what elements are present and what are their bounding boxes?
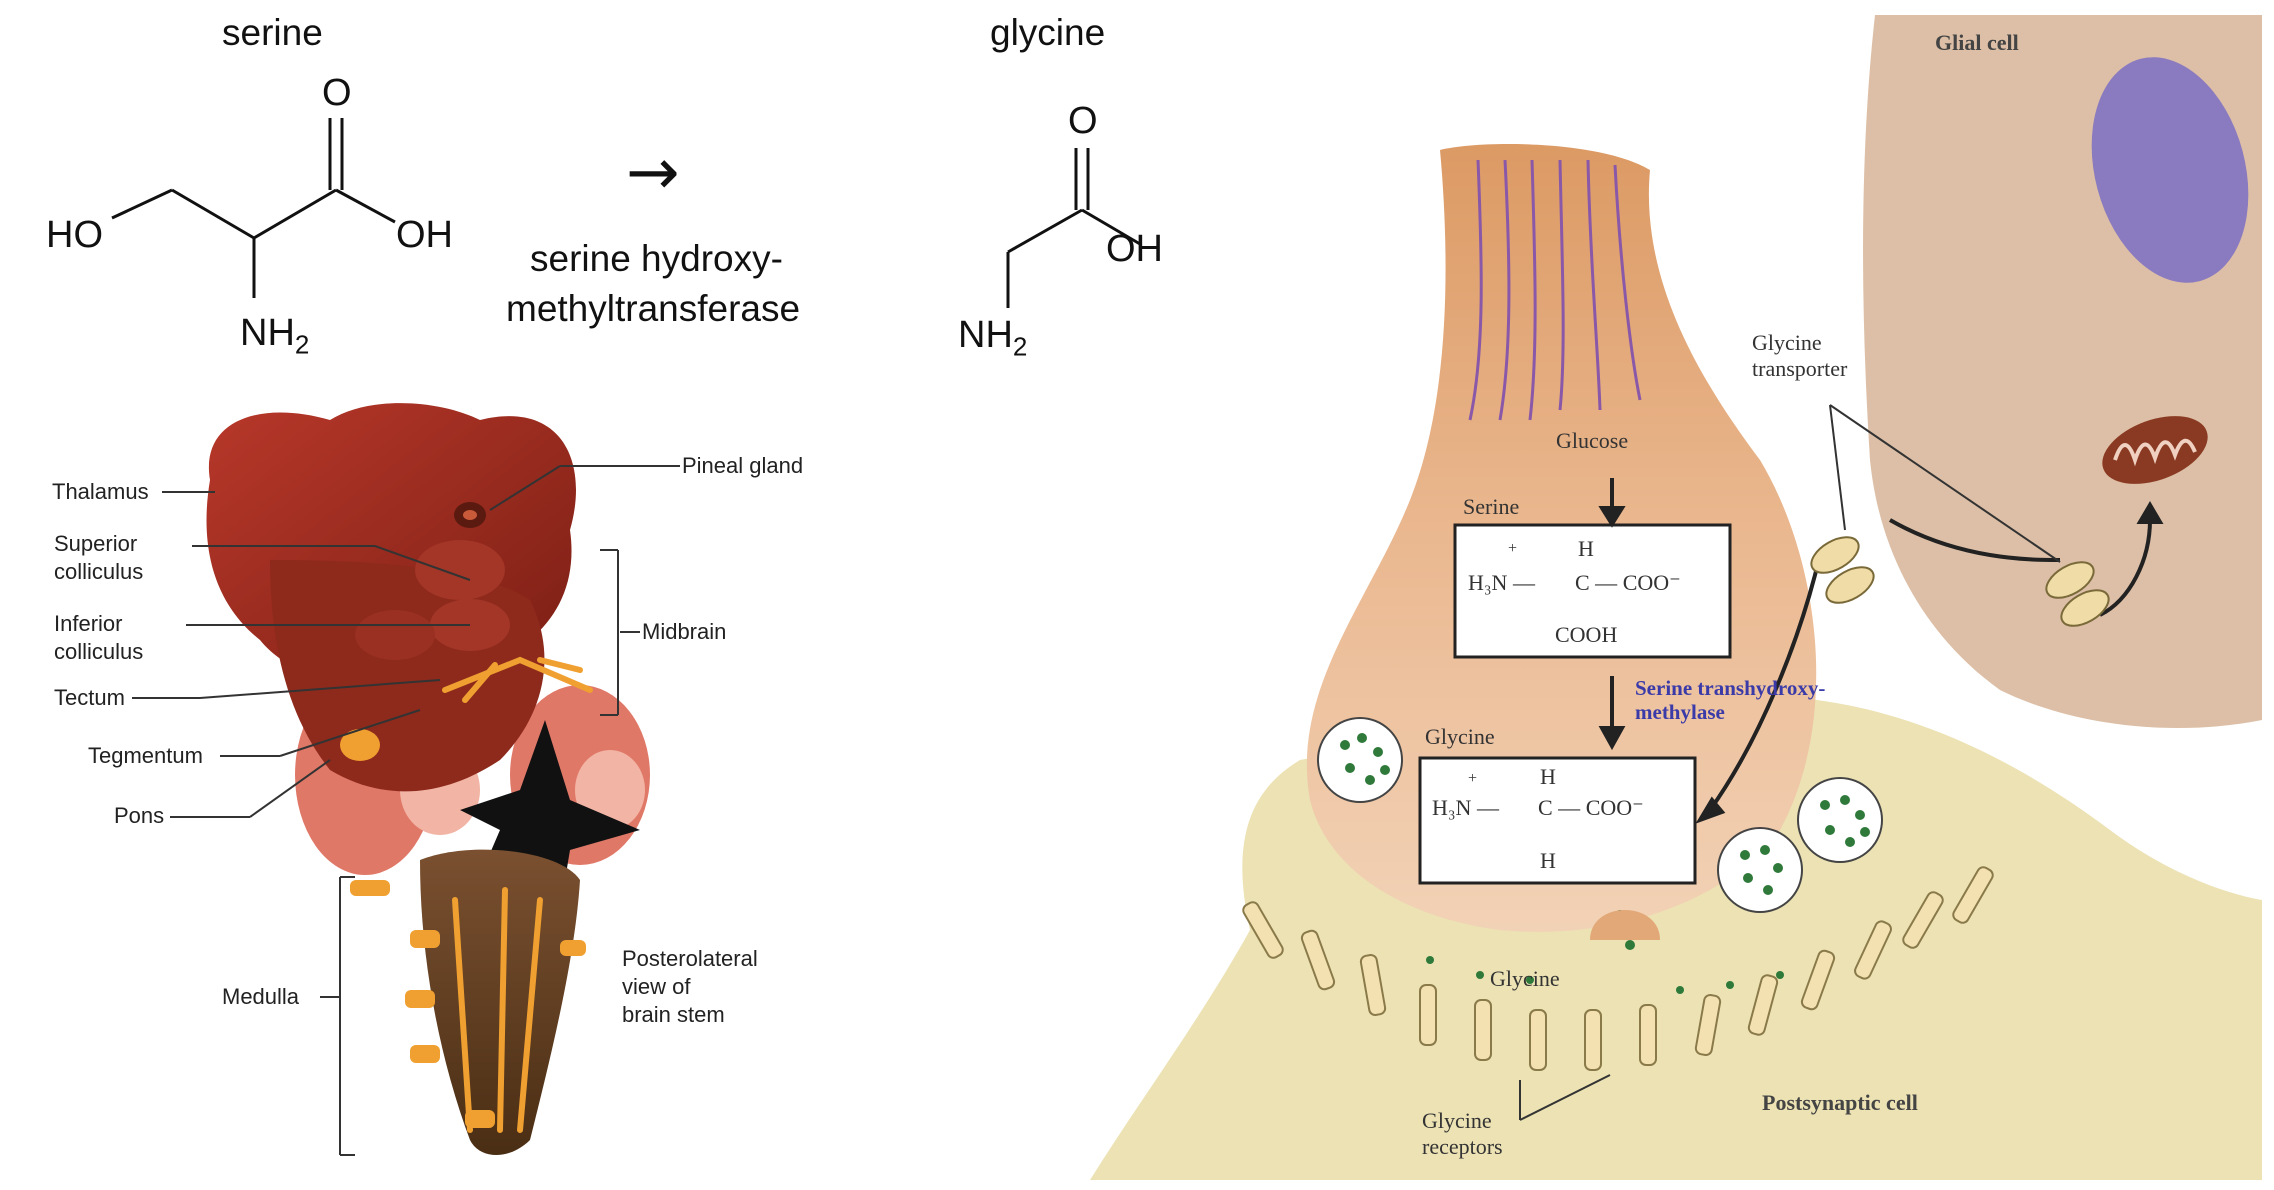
pineal-gland bbox=[454, 502, 486, 528]
tegmentum-label: Tegmentum bbox=[88, 743, 203, 768]
receptor-1 bbox=[1242, 901, 1284, 959]
serine-nh2-label: NH2 bbox=[240, 312, 310, 360]
vesicle-1 bbox=[1317, 717, 1403, 803]
serine-oh-label: OH bbox=[396, 214, 453, 256]
enzyme-line-2: methyltransferase bbox=[506, 288, 801, 329]
midbrain-label: Midbrain bbox=[642, 619, 727, 644]
midbrain-shape bbox=[270, 560, 545, 792]
vesicle-2 bbox=[1797, 777, 1883, 863]
mitochondrion bbox=[2102, 416, 2208, 484]
glucose-label: Glucose bbox=[1556, 428, 1629, 453]
reaction-arrow: → bbox=[626, 136, 680, 210]
cleft-glycine-label: Glycine bbox=[1490, 966, 1560, 991]
pineal-gland-label: Pineal gland bbox=[682, 453, 804, 478]
transporter-glial bbox=[2045, 561, 2095, 599]
glycine-box-left: H₃N — bbox=[1432, 795, 1499, 820]
serine-box-center: C — COO⁻ bbox=[1575, 570, 1681, 595]
glycine-oh-label: OH bbox=[1106, 228, 1163, 270]
fourth-ventricle bbox=[460, 720, 640, 910]
serine-transhydroxymethylase-label: Serine transhydroxy-methylase bbox=[1635, 676, 1826, 724]
glycine-nh2-label: NH2 bbox=[958, 314, 1028, 362]
glial-cell bbox=[1863, 15, 2262, 729]
pons-right bbox=[510, 685, 650, 865]
glycine-box-bottom: H bbox=[1540, 848, 1556, 873]
medulla-label: Medulla bbox=[222, 984, 300, 1009]
serine-box-left: H₃N — bbox=[1468, 570, 1535, 595]
tectum-label: Tectum bbox=[54, 685, 125, 710]
glycine-title: glycine bbox=[990, 12, 1106, 53]
glycine-box-plus: + bbox=[1468, 770, 1478, 787]
thalamus-label: Thalamus bbox=[52, 479, 149, 504]
serine-title: serine bbox=[222, 12, 323, 53]
postsynaptic-cell bbox=[1090, 696, 2262, 1180]
pons-left bbox=[295, 675, 435, 875]
enzyme-line-1: serine hydroxy- bbox=[530, 238, 783, 279]
glial-nucleus bbox=[2091, 57, 2249, 283]
glial-cell-label: Glial cell bbox=[1935, 30, 2019, 55]
glycine-o-label: O bbox=[1068, 100, 1098, 142]
serine-ho-label: HO bbox=[46, 214, 103, 256]
serine-label: Serine bbox=[1463, 494, 1520, 519]
glycine-box-h-top: H bbox=[1540, 764, 1556, 789]
serine-o-label: O bbox=[322, 72, 352, 114]
pons-label: Pons bbox=[114, 803, 165, 828]
serine-box-h-top: H bbox=[1578, 536, 1594, 561]
postsynaptic-cell-label: Postsynaptic cell bbox=[1762, 1090, 1918, 1115]
transporter-presynaptic bbox=[1810, 536, 1860, 574]
serine-box-bottom: COOH bbox=[1555, 622, 1618, 647]
glycine-box-center: C — COO⁻ bbox=[1538, 795, 1644, 820]
serine-box-plus: + bbox=[1508, 540, 1518, 557]
glycine-label: Glycine bbox=[1425, 724, 1495, 749]
medulla-shape bbox=[420, 849, 580, 1155]
thalamus-shape bbox=[206, 403, 576, 687]
vesicle-3 bbox=[1717, 827, 1803, 913]
